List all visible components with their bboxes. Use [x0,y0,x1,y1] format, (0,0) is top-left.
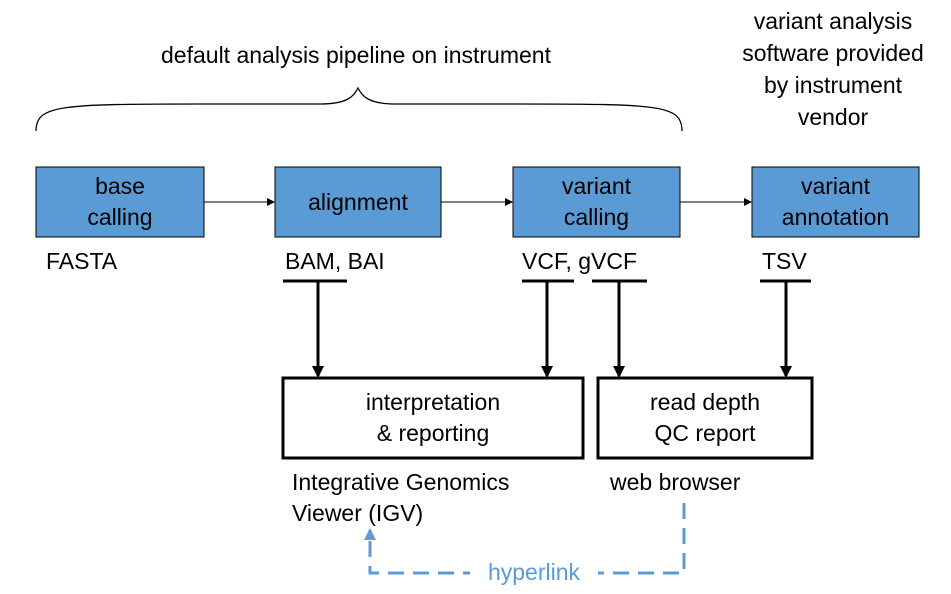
tool-label-interpretation: interpretation & reporting [365,389,501,446]
stage-label-variant-annotation: variant annotation [781,173,890,230]
pipeline-label: default analysis pipeline on instrument [161,42,551,68]
output-label-vcf-gvcf: VCF, gVCF [522,248,638,274]
stage-box-variant-calling [512,166,681,238]
app-label-web-browser: web browser [610,469,741,495]
vendor-label: variant analysis software provided by in… [742,8,924,130]
pipeline-brace [35,86,683,132]
app-label-igv: Integrative Genomics Viewer (IGV) [292,469,510,526]
stage-box-base-calling [35,166,205,238]
stage-label-alignment: alignment [308,188,408,215]
tool-label-qc-report: read depth QC report [650,389,760,446]
stage-label-base-calling: base calling [87,173,153,230]
output-label-tsv: TSV [762,248,807,274]
output-label-bam-bai: BAM, BAI [285,248,385,274]
stage-box-variant-annotation [751,166,920,238]
tool-box-interpretation [281,376,585,460]
stage-label-variant-calling: variant calling [561,173,632,230]
output-label-fasta: FASTA [46,248,118,274]
hyperlink-label-backdrop [470,556,598,590]
hyperlink-label: hyperlink [487,559,581,585]
stage-box-alignment [274,166,442,238]
tool-box-qc-report [596,376,814,460]
